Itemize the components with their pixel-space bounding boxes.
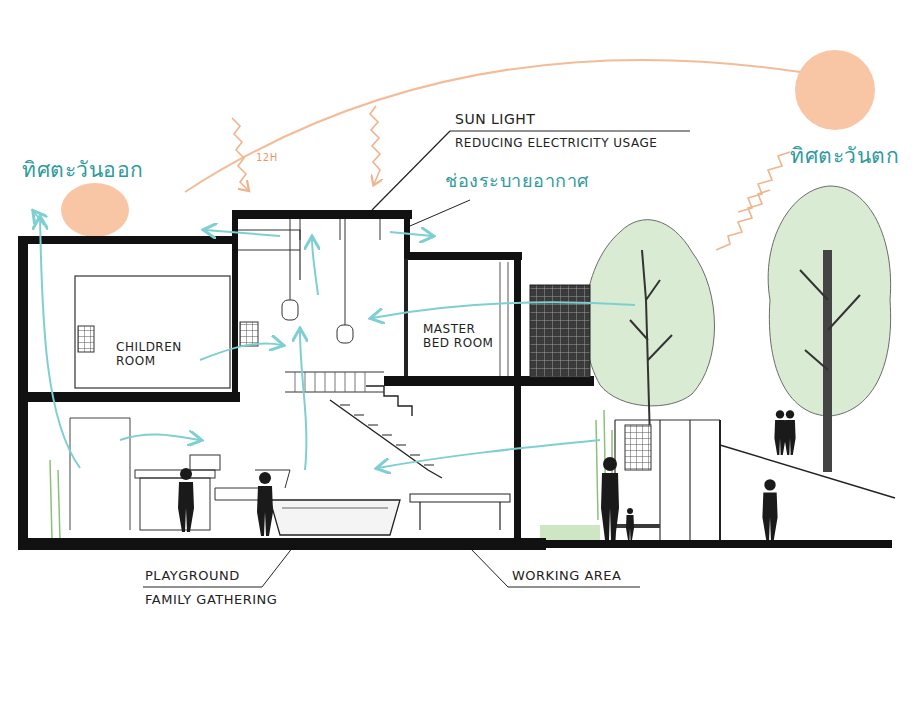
area-label: WORKING AREA [512,568,621,584]
direction-label: ทิศตะวันออก [22,158,144,183]
room-label: CHILDREN ROOM [116,340,200,369]
area-label: PLAYGROUND [145,568,240,584]
sun-hours: 12H [256,152,278,164]
room-label: MASTER BED ROOM [423,322,495,351]
vent-label: ช่องระบายอากาศ [445,170,589,192]
note-text: REDUCING ELECTRICITY USAGE [455,136,657,150]
area-label: FAMILY GATHERING [145,592,277,608]
note-heading: SUN LIGHT [455,111,535,128]
direction-label: ทิศตะวันตก [790,144,899,169]
